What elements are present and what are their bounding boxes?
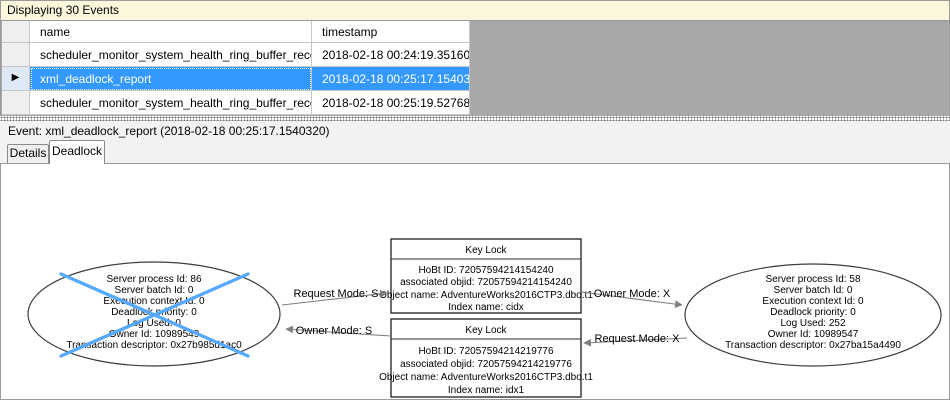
cell-name[interactable]: scheduler_monitor_system_health_ring_buf… [30,91,312,115]
process-left-line: Log Used: 0 [127,318,181,329]
tab-details[interactable]: Details [7,144,49,163]
lock-node-bottom[interactable]: Key Lock HoBt ID: 72057594214219776 asso… [379,318,593,398]
grid-header-row: name timestamp [2,21,470,43]
lock-bottom-line: HoBt ID: 72057594214219776 [418,346,554,357]
lock-bottom-line: associated objid: 72057594214219776 [400,359,572,370]
row-selector-arrow-icon[interactable]: ▶ [2,67,30,91]
process-right-line: Server process Id: 58 [765,274,860,285]
lock-bottom-title: Key Lock [465,325,507,336]
victim-cross-icon [59,272,250,358]
table-row[interactable]: scheduler_monitor_system_health_ring_buf… [2,43,470,67]
process-right-line: Server batch Id: 0 [774,285,853,296]
edge-request-x: Request Mode: X [583,333,688,347]
detail-tabstrip: Details Deadlock [0,140,950,164]
process-left-line: Transaction descriptor: 0x27b985d1ac0 [66,340,242,351]
pane-splitter[interactable] [0,116,950,121]
deadlock-graph: Server process Id: 86 Server batch Id: 0… [27,238,942,398]
process-right-line: Execution context Id: 0 [762,296,864,307]
process-left-line: Owner Id: 10989549 [109,329,200,340]
edge-request-s: Request Mode: S [281,288,388,306]
process-right-line: Log Used: 252 [780,318,845,329]
edge-label-owner-x: Owner Mode: X [594,288,671,300]
lock-bottom-line: Index name: idx1 [448,385,525,396]
events-grid: name timestamp scheduler_monitor_system_… [2,21,470,115]
row-selector-cell[interactable] [2,91,30,115]
selected-event-label: Event: xml_deadlock_report (2018-02-18 0… [0,121,950,140]
column-header-name[interactable]: name [30,21,312,43]
row-selector-header [2,21,30,43]
process-left-line: Execution context Id: 0 [103,296,205,307]
process-left-line: Deadlock priority: 0 [111,307,197,318]
events-count-header: Displaying 30 Events [0,0,950,21]
lock-node-top[interactable]: Key Lock HoBt ID: 72057594214154240 asso… [379,238,593,314]
process-left-line: Server process Id: 86 [106,274,201,285]
edge-label-owner-s: Owner Mode: S [296,325,372,337]
process-right-line: Transaction descriptor: 0x27ba15a4490 [725,340,901,351]
lock-bottom-line: Object name: AdventureWorks2016CTP3.dbo.… [379,372,593,383]
lock-top-title: Key Lock [465,245,507,256]
process-node-left[interactable]: Server process Id: 86 Server batch Id: 0… [27,261,281,367]
lock-top-line: associated objid: 72057594214154240 [400,277,572,288]
cell-timestamp[interactable]: 2018-02-18 00:24:19.3516078 [312,43,470,67]
process-left-line: Server batch Id: 0 [115,285,194,296]
process-right-line: Owner Id: 10989547 [768,329,859,340]
lock-top-line: Index name: cidx [448,302,524,313]
deadlock-graph-pane: Server process Id: 86 Server batch Id: 0… [0,163,950,400]
row-selector-cell[interactable] [2,43,30,67]
tab-deadlock[interactable]: Deadlock [49,140,105,164]
events-grid-area: name timestamp scheduler_monitor_system_… [0,21,950,116]
cell-timestamp[interactable]: 2018-02-18 00:25:19.5276859 [312,91,470,115]
process-right-line: Deadlock priority: 0 [770,307,856,318]
cell-timestamp[interactable]: 2018-02-18 00:25:17.1540320 [312,67,470,91]
cell-name[interactable]: xml_deadlock_report [30,67,312,91]
edge-owner-s: Owner Mode: S [285,325,392,337]
cell-name[interactable]: scheduler_monitor_system_health_ring_buf… [30,43,312,67]
column-header-timestamp[interactable]: timestamp [312,21,470,43]
table-row-selected[interactable]: ▶ xml_deadlock_report 2018-02-18 00:25:1… [2,67,470,91]
process-node-right[interactable]: Server process Id: 58 Server batch Id: 0… [684,263,942,367]
lock-top-line: HoBt ID: 72057594214154240 [418,265,554,276]
edge-owner-x: Owner Mode: X [580,288,683,308]
edge-label-request-s: Request Mode: S [294,288,379,300]
edge-label-request-x: Request Mode: X [595,333,681,345]
table-row[interactable]: scheduler_monitor_system_health_ring_buf… [2,91,470,115]
lock-top-line: Object name: AdventureWorks2016CTP3.dbo.… [379,290,593,301]
